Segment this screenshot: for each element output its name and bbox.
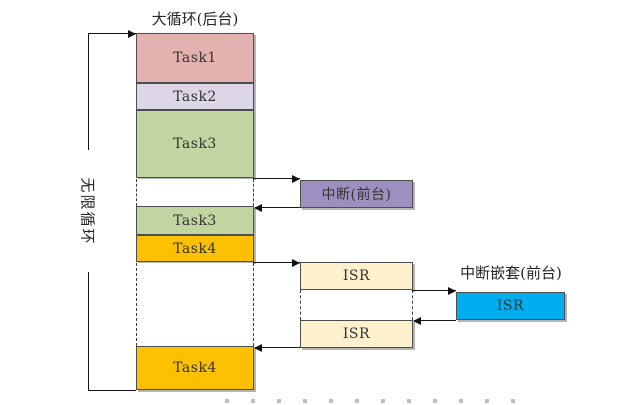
loop-left-line-upper bbox=[88, 33, 89, 150]
task4-suspended-gap bbox=[136, 263, 254, 346]
background-loop-title: 大循环(后台) bbox=[151, 10, 239, 28]
task2-box: Task2 bbox=[136, 83, 254, 110]
interrupt-foreground-box: 中断(前台) bbox=[300, 180, 413, 208]
loop-bottom-line bbox=[88, 390, 136, 391]
task3-to-interrupt-line bbox=[253, 178, 300, 179]
task3-resume-box: Task3 bbox=[136, 206, 254, 235]
isr-second-box: ISR bbox=[300, 320, 413, 348]
isr-to-task4-line bbox=[255, 347, 300, 348]
infinite-loop-label: 无限循环 bbox=[78, 176, 97, 246]
cropped-caption-fragment bbox=[225, 399, 521, 403]
task4-to-isr-line bbox=[253, 262, 300, 263]
loop-entry-arrowhead-icon bbox=[128, 30, 136, 38]
interrupt-to-task3-arrowhead-icon bbox=[254, 204, 262, 212]
infinite-loop-label-wrap: 无限循环 bbox=[72, 150, 104, 272]
isr-first-box: ISR bbox=[300, 262, 413, 290]
nested-to-isr-line bbox=[414, 320, 456, 321]
nested-interrupt-title: 中断嵌套(前台) bbox=[460, 264, 562, 282]
task4-box: Task4 bbox=[136, 235, 254, 262]
task4-to-isr-arrowhead-icon bbox=[292, 259, 300, 267]
isr-to-nested-line bbox=[412, 290, 456, 291]
interrupt-to-task3-line bbox=[255, 207, 300, 208]
task3-to-interrupt-arrowhead-icon bbox=[292, 175, 300, 183]
isr-to-task4-arrowhead-icon bbox=[254, 344, 262, 352]
nested-to-isr-arrowhead-icon bbox=[413, 317, 421, 325]
task3-suspended-gap bbox=[136, 179, 254, 206]
task1-box: Task1 bbox=[136, 33, 254, 83]
loop-left-line-lower bbox=[88, 272, 89, 390]
isr-suspended-gap bbox=[300, 290, 413, 320]
nested-isr-box: ISR bbox=[456, 292, 565, 320]
isr-to-nested-arrowhead-icon bbox=[448, 287, 456, 295]
loop-top-line bbox=[88, 33, 136, 34]
task4-resume-box: Task4 bbox=[136, 346, 254, 390]
task3-box: Task3 bbox=[136, 110, 254, 178]
